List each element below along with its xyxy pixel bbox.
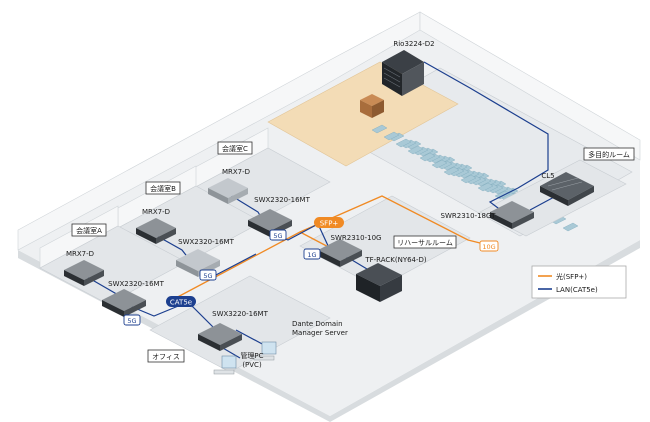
svg-text:1G: 1G: [307, 251, 316, 259]
label-mrx7-a: MRX7-D: [66, 250, 94, 258]
mrx7-a-device: [64, 260, 104, 286]
room-label-office: オフィス: [147, 349, 185, 363]
audience-seat: [562, 222, 579, 232]
lan-cable-cl5: [529, 195, 557, 211]
legend-lan-label: LAN(CAT5e): [556, 286, 598, 294]
svg-text:リハーサルルーム: リハーサルルーム: [397, 239, 453, 247]
pc-monitor-icon: [213, 355, 237, 375]
room-label-rehearsal: リハーサルルーム: [393, 235, 457, 249]
room-label-b: 会議室B: [145, 181, 181, 195]
audience-seat: [383, 131, 400, 141]
label-swx2320-a: SWX2320-16MT: [108, 280, 164, 288]
1g-badge: 1G: [303, 248, 321, 260]
label-swr2310-10g: SWR2310-10G: [331, 234, 382, 242]
label-rio3224: Rio3224-D2: [393, 40, 434, 48]
label-dante-server-1: Dante Domain: [292, 320, 343, 328]
svg-text:会議室B: 会議室B: [150, 184, 176, 193]
room-label-a: 会議室A: [71, 223, 107, 237]
cat5e-badge: CAT5e: [166, 296, 196, 307]
lan-cable-dante: [235, 329, 267, 347]
swx2320-b-device: [176, 249, 220, 277]
room-label-c: 会議室C: [217, 141, 253, 155]
audience-seat: [395, 138, 412, 148]
label-swr2310-18gt: SWR2310-18GT: [441, 212, 497, 220]
label-pc-1: 管理PC: [240, 351, 263, 360]
room-label-multipurpose: 多目的ルーム: [583, 147, 635, 161]
lan-cable-rio: [423, 61, 549, 215]
label-swx3220: SWX3220-16MT: [212, 310, 268, 318]
rio3224-device: [382, 50, 424, 96]
tf-rack-device: [356, 263, 402, 302]
svg-text:会議室C: 会議室C: [222, 144, 248, 153]
swr2310-10g-device: [318, 239, 362, 267]
audience-seat: [407, 145, 424, 155]
audience-seat: [431, 159, 448, 169]
label-dante-server-2: Manager Server: [292, 329, 348, 337]
svg-text:5G: 5G: [273, 232, 282, 240]
back-wall-right: [419, 11, 641, 161]
svg-text:オフィス: オフィス: [152, 353, 180, 361]
svg-text:会議室A: 会議室A: [76, 226, 102, 235]
5g-badge-c: 5G: [269, 229, 287, 241]
cl5-console: [540, 172, 594, 206]
office-floor: [149, 275, 331, 373]
mrx7-b-device: [136, 218, 176, 244]
audience-seat: [460, 174, 477, 184]
label-swx2320-b: SWX2320-16MT: [178, 238, 234, 246]
label-swx2320-c: SWX2320-16MT: [254, 196, 310, 204]
swx3220-office-device: [198, 323, 242, 351]
mrx7-c-device: [208, 178, 248, 204]
audience-seat: [443, 166, 460, 176]
svg-text:CAT5e: CAT5e: [170, 299, 192, 307]
audience-seat: [477, 182, 494, 192]
swr2310-18gt-device: [490, 201, 534, 229]
label-mrx7-c: MRX7-D: [222, 168, 250, 176]
legend: 光(SFP+) LAN(CAT5e): [531, 265, 627, 299]
label-pc-2: (PVC): [242, 361, 262, 369]
fiber-cable: [171, 195, 493, 301]
svg-text:5G: 5G: [203, 272, 212, 280]
label-mrx7-b: MRX7-D: [142, 208, 170, 216]
svg-text:5G: 5G: [127, 317, 136, 325]
label-tf-rack: TF-RACK(NY64-D): [364, 256, 427, 264]
label-cl5: CL5: [541, 172, 554, 180]
audience-seat: [371, 124, 388, 134]
legend-fiber-label: 光(SFP+): [556, 272, 587, 281]
swx2320-a-device: [102, 289, 146, 317]
server-monitor-icon: [253, 341, 277, 361]
audience-seat: [419, 152, 436, 162]
stage-box-icon: [360, 94, 384, 118]
5g-badge-b: 5G: [199, 269, 217, 281]
svg-text:多目的ルーム: 多目的ルーム: [588, 150, 630, 159]
10g-badge: 10G: [479, 240, 499, 252]
sfp-badge: SFP+: [314, 217, 344, 228]
svg-text:10G: 10G: [482, 243, 495, 251]
5g-badge-a: 5G: [123, 314, 141, 326]
svg-text:SFP+: SFP+: [320, 220, 339, 228]
lan-cable-office: [187, 301, 217, 331]
